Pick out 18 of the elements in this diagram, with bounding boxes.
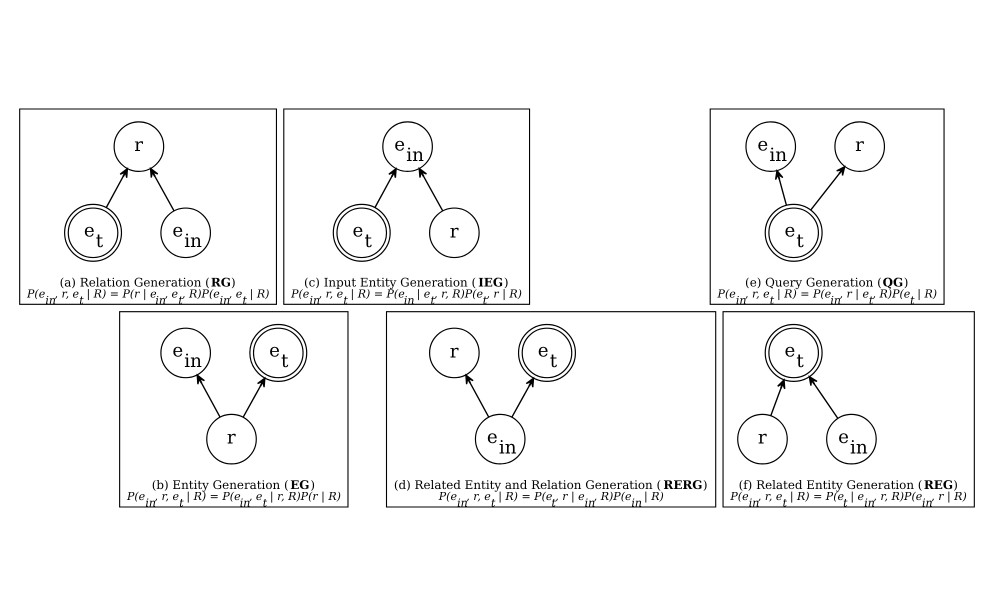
arrow — [808, 376, 838, 419]
arrow — [418, 168, 444, 211]
arrow — [374, 168, 397, 208]
arrow — [242, 377, 266, 418]
arrow — [810, 166, 846, 210]
arrow — [106, 168, 128, 208]
node-circle: r — [737, 414, 788, 464]
arrow — [511, 377, 534, 418]
arrow — [770, 379, 786, 416]
node-circle: r — [429, 328, 480, 378]
arrow — [465, 374, 490, 418]
node-circle: r — [206, 414, 257, 464]
arrow — [196, 374, 221, 418]
arrow — [774, 170, 788, 206]
arrow — [150, 168, 174, 211]
node-circle: r — [114, 121, 164, 172]
node-circle: r — [834, 121, 886, 172]
node-circle: r — [429, 207, 480, 258]
